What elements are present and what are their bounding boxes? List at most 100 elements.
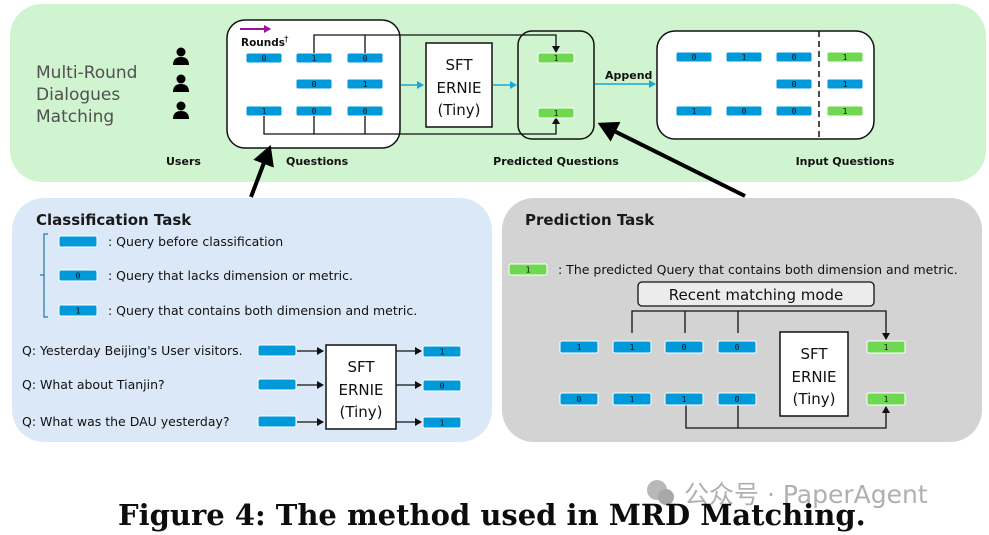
figure-caption: Figure 4: The method used in MRD Matchin… [118,498,866,532]
class-model-line: ERNIE [338,381,383,399]
query-chip: 1 [664,392,704,406]
legend-item: 0: Query that lacks dimension or metric. [58,268,353,283]
chip-body [559,392,599,406]
chip-body [422,379,462,392]
query-chip: 0 [725,105,763,117]
chip-body [422,345,462,358]
watermark: 公众号 · PaperAgent [684,480,928,509]
chip-body [826,51,864,63]
query-chip: 1 [559,340,599,354]
chip-body [295,78,333,90]
query-chip: 0 [58,269,98,282]
query-chip: 0 [295,78,333,90]
chip-value: 1 [884,395,889,404]
chip-value: 1 [554,54,559,63]
chip-value: 1 [682,395,687,404]
predicted-query-chip: 1 [866,392,906,406]
predicted-query-chip: 1 [826,105,864,117]
chip-value: 0 [312,107,317,116]
class-model-line: SFT [347,358,375,376]
query-chip: 0 [422,379,462,392]
questions-label: Questions [286,155,349,168]
query-chip: 1 [295,52,333,64]
mode-box [637,281,875,307]
prediction-legend-text: : The predicted Query that contains both… [558,262,958,277]
chip-value: 0 [76,272,81,281]
chip-body [58,304,98,317]
chip-body [826,105,864,117]
mode-connector [631,310,890,340]
chip-body [725,51,763,63]
chip-body [717,340,757,354]
query-chip: 0 [295,105,333,117]
class-model-line: (Tiny) [340,403,383,421]
query-chip: 0 [675,51,713,63]
chip-value: 1 [692,107,697,116]
chip-value: 0 [440,382,445,391]
chip-value: 0 [792,107,797,116]
chip-value: 0 [363,54,368,63]
chip-body [58,235,98,248]
chip-body [664,392,704,406]
query-chip [257,415,297,428]
chip-value: 1 [843,80,848,89]
wechat-icon [647,480,674,505]
query-chip: 1 [346,78,384,90]
query-chip: 0 [664,340,704,354]
chip-body [612,392,652,406]
chip-value: 1 [262,107,267,116]
legend-item: : Query before classification [58,234,283,249]
user-icon [173,101,189,119]
chip-body [559,340,599,354]
predicted-query-chip: 1 [537,52,575,64]
question-row: Q: What was the DAU yesterday?1 [22,414,462,429]
big-arrow-prediction [597,121,746,198]
chip-value: 0 [792,80,797,89]
chip-body [866,392,906,406]
query-chip: 0 [717,340,757,354]
chip-body [664,340,704,354]
chip-value: 0 [692,53,697,62]
query-chip: 1 [245,105,283,117]
query-chip: 1 [58,304,98,317]
bottom-connector [685,405,890,429]
chip-body [866,340,906,354]
rounds-label: Rounds [241,37,285,49]
query-chip [58,235,98,248]
user-icon [173,74,189,92]
rounds-mark: † [284,35,289,45]
chip-value: 1 [630,343,635,352]
chip-body [612,340,652,354]
query-chip: 0 [775,78,813,90]
prediction-panel [502,198,982,442]
legend-item: 1: Query that contains both dimension an… [58,303,417,318]
chip-value: 1 [363,80,368,89]
chip-value: 0 [312,80,317,89]
question-text: Q: What about Tianjin? [22,377,165,392]
chip-body [537,107,575,119]
chip-body [717,392,757,406]
chip-body [257,378,297,391]
chip-body [422,416,462,429]
predicted-query-chip: 1 [826,51,864,63]
chip-value: 1 [440,348,445,357]
connector-top [313,34,560,53]
pred-model-box [779,331,849,417]
chip-body [775,78,813,90]
query-chip: 1 [422,345,462,358]
pred-model-line: (Tiny) [793,390,836,408]
chip-value: 1 [843,53,848,62]
chip-body [245,52,283,64]
query-chip: 0 [775,51,813,63]
query-chip: 0 [717,392,757,406]
predicted-query-chip: 1 [866,340,906,354]
chip-value: 0 [682,343,687,352]
question-row: Q: What about Tianjin? 0 [22,377,462,392]
classification-legend: : Query before classification 0: Query th… [58,234,417,318]
chip-value: 1 [884,343,889,352]
chip-body [725,105,763,117]
predicted-query-chip: 1 [537,107,575,119]
connector-bottom [263,116,560,135]
